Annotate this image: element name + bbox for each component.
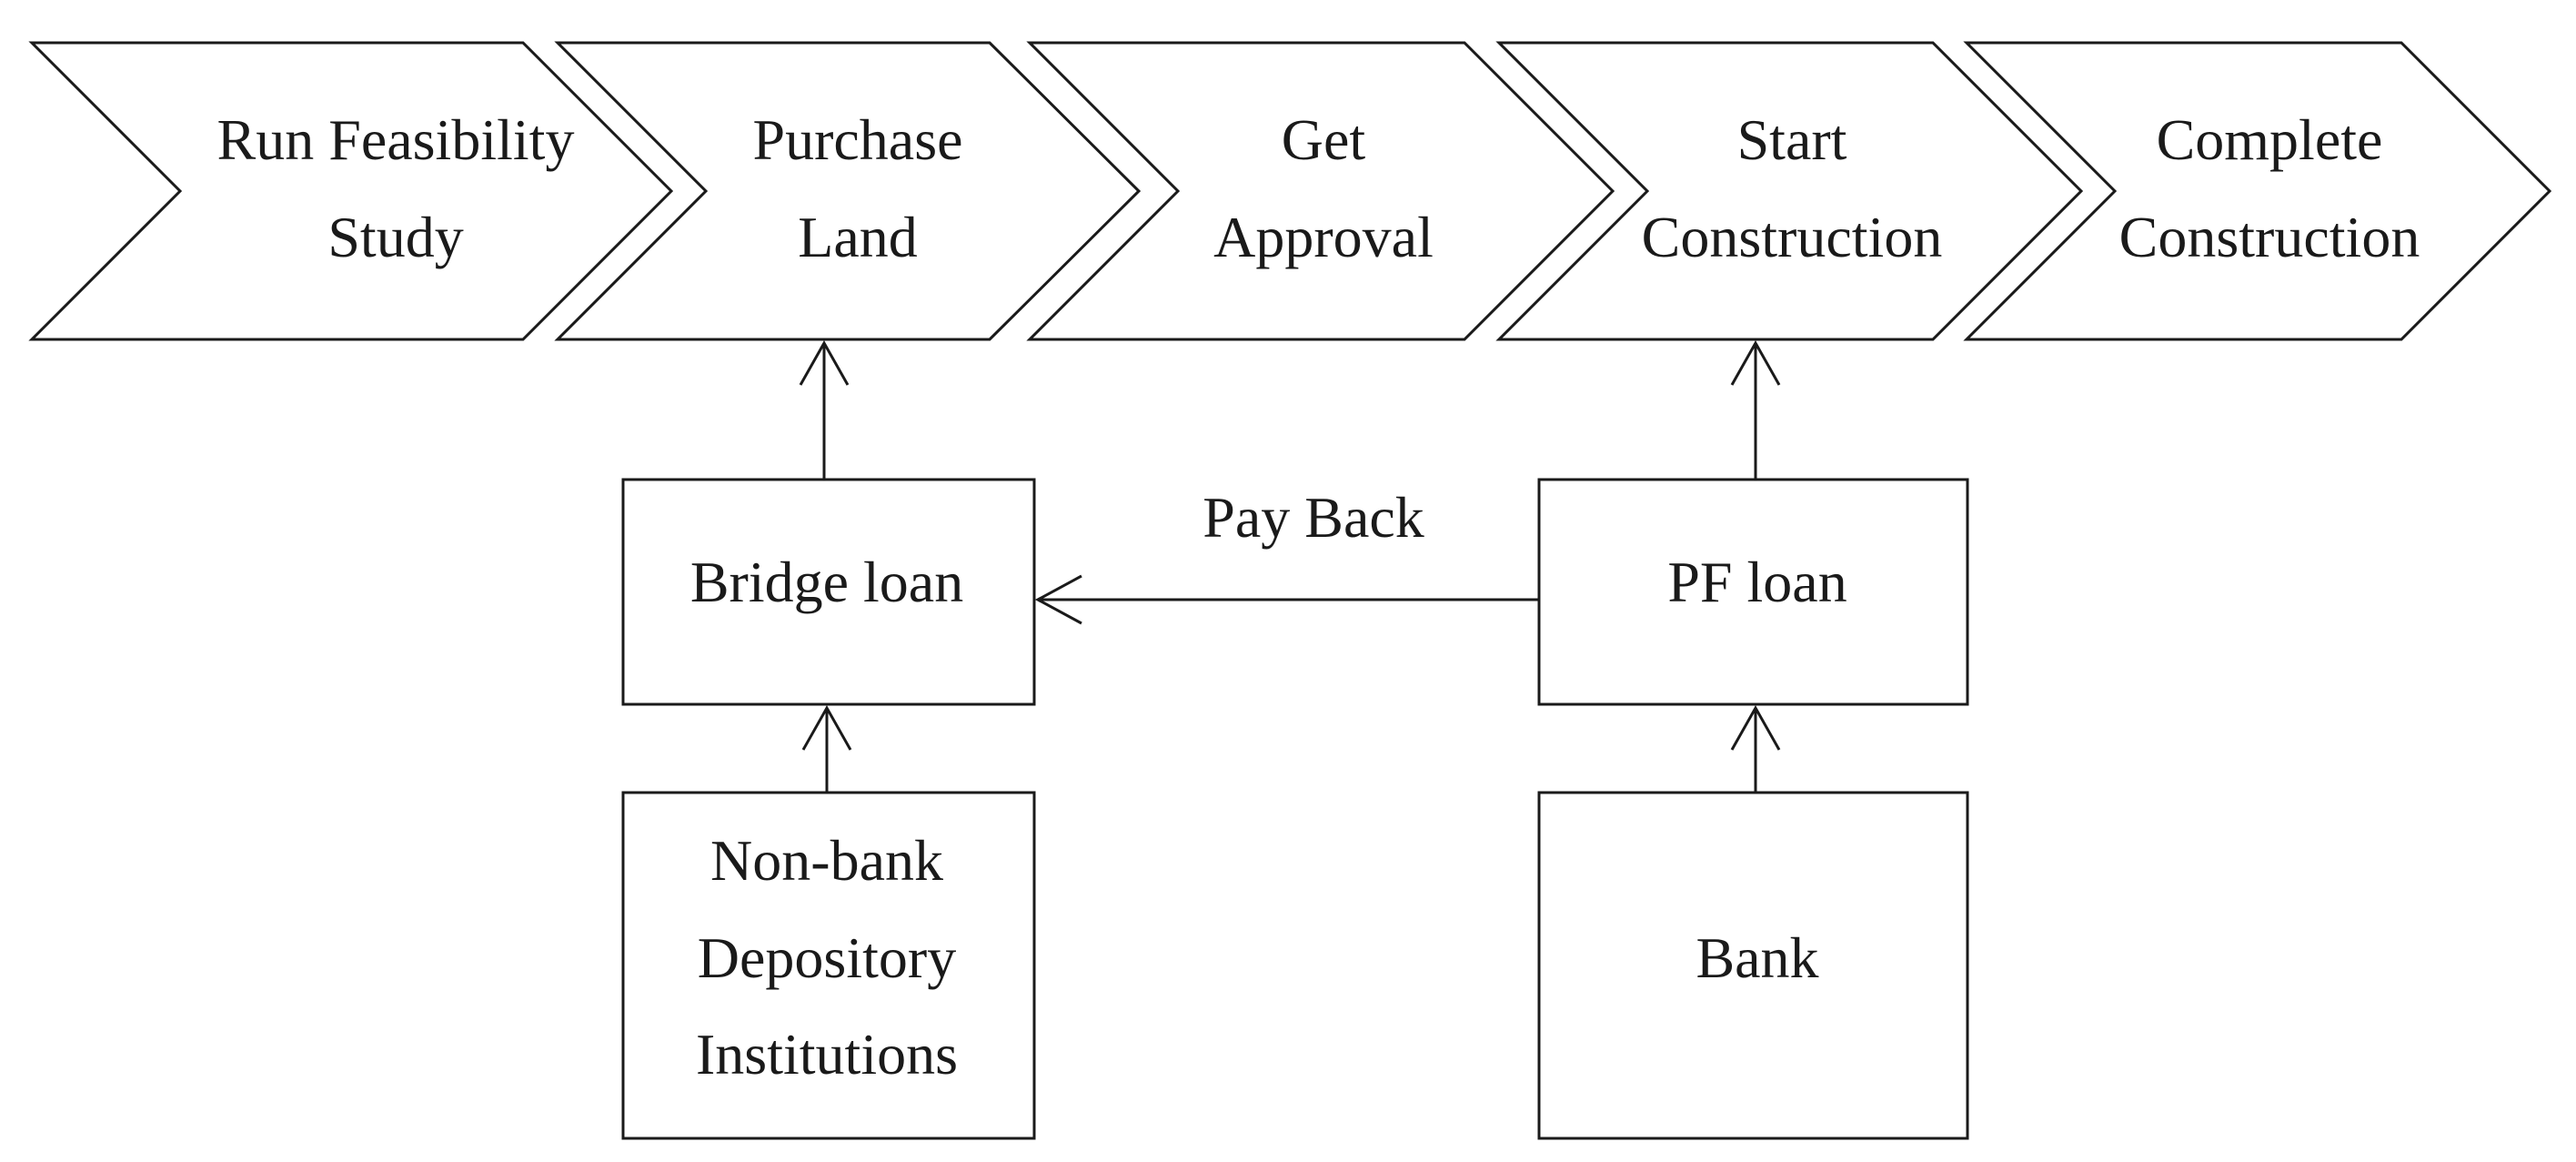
- chevron-shape: [554, 41, 1142, 341]
- arrow-bank-to-pf: [1730, 704, 1781, 793]
- arrow-head-icon: [799, 339, 850, 386]
- bank-label: Bank: [1696, 925, 1818, 990]
- process-step-1: Run Feasibility Study: [28, 41, 674, 341]
- non-bank-label: Non-bank: [710, 828, 943, 893]
- process-step-4: Start Construction: [1495, 41, 2084, 341]
- process-step-label: Construction: [2119, 205, 2420, 269]
- pf-loan-label: PF loan: [1667, 550, 1846, 614]
- arrow-bridge-to-purchase: [799, 339, 850, 480]
- arrow-head-icon: [1034, 574, 1082, 625]
- box-shape: [621, 478, 1036, 706]
- bridge-loan-label: Bridge loan: [690, 550, 963, 614]
- process-step-label: Approval: [1213, 205, 1434, 269]
- chevron-shape: [1026, 41, 1615, 341]
- process-step-label: Study: [327, 205, 463, 269]
- chevron-shape: [28, 41, 674, 341]
- box-shape: [1537, 478, 1969, 706]
- non-bank-box: Non-bank Depository Institutions: [621, 791, 1036, 1140]
- process-step-label: Construction: [1642, 205, 1943, 269]
- pay-back-label: Pay Back: [1202, 485, 1424, 550]
- chevron-shape: [1495, 41, 2084, 341]
- box-shape: [1537, 791, 1969, 1140]
- process-step-5: Complete Construction: [1963, 41, 2552, 341]
- arrow-head-icon: [801, 704, 852, 751]
- process-step-label: Run Feasibility: [217, 107, 575, 172]
- non-bank-label: Depository: [698, 925, 956, 990]
- arrow-pf-to-start: [1730, 339, 1781, 480]
- bank-box: Bank: [1537, 791, 1969, 1140]
- process-step-label: Land: [798, 205, 918, 269]
- pf-loan-box: PF loan: [1537, 478, 1969, 706]
- non-bank-label: Institutions: [696, 1022, 958, 1086]
- process-step-2: Purchase Land: [554, 41, 1142, 341]
- arrow-payback: Pay Back: [1034, 485, 1539, 625]
- process-step-label: Purchase: [752, 107, 962, 172]
- chevron-shape: [1963, 41, 2552, 341]
- arrow-nonbank-to-bridge: [801, 704, 852, 793]
- process-step-3: Get Approval: [1026, 41, 1615, 341]
- process-step-label: Start: [1737, 107, 1847, 172]
- bridge-loan-box: Bridge loan: [621, 478, 1036, 706]
- box-shape: [621, 791, 1036, 1140]
- process-step-label: Complete: [2157, 107, 2383, 172]
- arrow-head-icon: [1730, 339, 1781, 386]
- process-step-label: Get: [1282, 107, 1366, 172]
- arrow-head-icon: [1730, 704, 1781, 751]
